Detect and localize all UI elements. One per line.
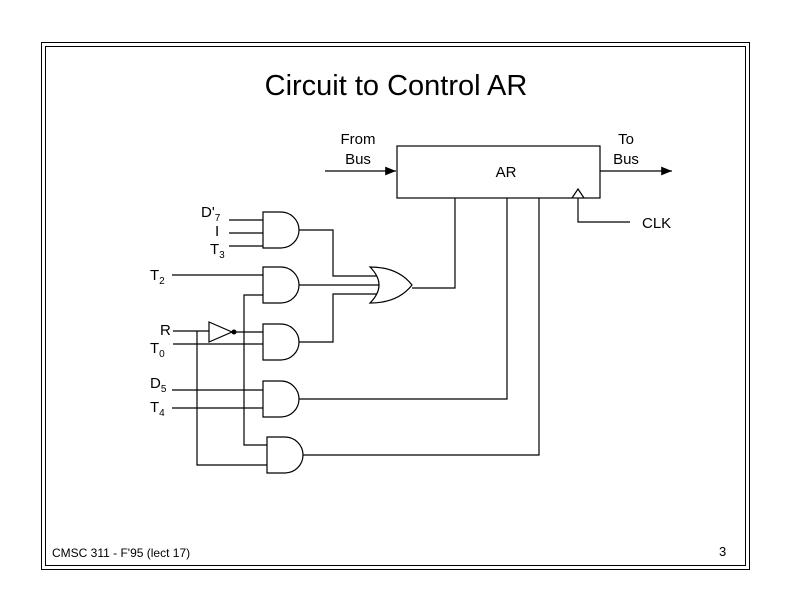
- slide-outer-border: [41, 42, 750, 570]
- input-label-i: I: [215, 223, 219, 240]
- input-label-t2: T2: [150, 267, 165, 287]
- from-bus-label-line2: Bus: [345, 151, 371, 168]
- inverter-bubble: [231, 329, 237, 335]
- input-label-t3: T3: [210, 241, 225, 261]
- inverter: [208, 321, 234, 343]
- input-label-d5: D5: [150, 375, 167, 395]
- or-gate: [368, 266, 413, 304]
- and-gate-2: [262, 266, 300, 304]
- clock-triangle: [571, 187, 585, 199]
- wire-r-not-to-and2: [243, 294, 263, 332]
- clock-wire: [577, 198, 630, 223]
- wire-and3-to-or: [299, 293, 378, 343]
- wire-r-to-and5: [196, 331, 267, 466]
- page-number: 3: [719, 544, 727, 559]
- to-bus-label-line2: Bus: [613, 151, 639, 168]
- and-gate-5: [266, 436, 304, 474]
- slide-title: Circuit to Control AR: [264, 70, 528, 102]
- wire-and5-to-ar: [303, 198, 540, 456]
- clock-label: CLK: [642, 215, 671, 232]
- input-label-d7-prime: D'7: [201, 204, 221, 224]
- slide-footer: CMSC 311 - F'95 (lect 17): [52, 546, 191, 560]
- slide-inner-border: [45, 46, 746, 566]
- wire-and4-to-ar: [299, 198, 508, 400]
- and-gate-1: [262, 211, 300, 249]
- input-label-t0: T0: [150, 340, 165, 360]
- wire-or-to-ar: [412, 198, 456, 289]
- and-gate-4: [262, 380, 300, 418]
- wire-and1-to-or: [299, 229, 378, 277]
- ar-register-label: AR: [496, 164, 517, 181]
- input-label-r: R: [160, 322, 171, 339]
- input-label-t4: T4: [150, 399, 165, 419]
- ar-register-box: [396, 145, 601, 199]
- and-gate-3: [262, 323, 300, 361]
- to-bus-label-line1: To: [618, 131, 634, 148]
- from-bus-label-line1: From: [341, 131, 376, 148]
- wire-r-not-to-and5: [243, 332, 267, 446]
